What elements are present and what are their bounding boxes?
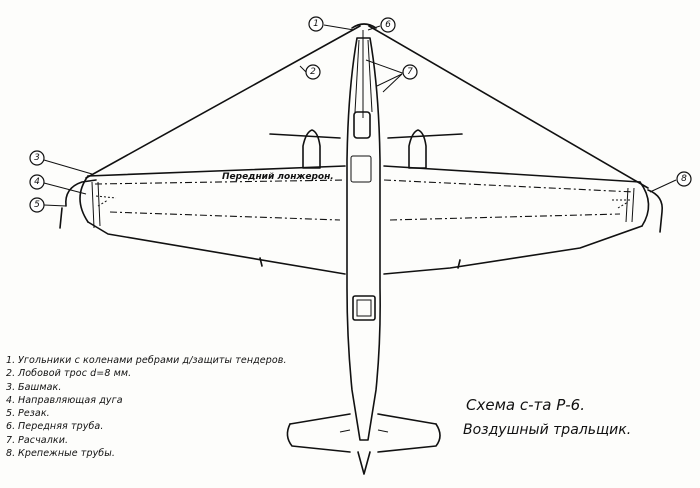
trawl-cable xyxy=(85,23,649,189)
scheme-subtitle: Воздушный тральщик. xyxy=(463,422,632,438)
legend-item: 1.Угольники с коленами ребрами д/защиты … xyxy=(6,355,287,366)
fuselage xyxy=(346,30,406,441)
front-spar-label: Передний лонжерон. xyxy=(222,172,334,182)
callout-5-label: 5 xyxy=(34,200,40,210)
callout-8-label: 8 xyxy=(681,174,687,184)
leader-lines xyxy=(43,24,677,207)
callout-3: 3 xyxy=(29,150,45,166)
legend-item: 5.Резак. xyxy=(6,408,50,420)
callout-8: 8 xyxy=(676,171,692,187)
callout-1-label: 1 xyxy=(313,19,319,29)
legend-item: 3.Башмак. xyxy=(6,381,62,393)
wing xyxy=(79,165,650,275)
callout-7-label: 7 xyxy=(407,67,413,77)
callout-6: 6 xyxy=(380,17,396,33)
tailplane xyxy=(286,413,441,475)
callout-6-label: 6 xyxy=(385,20,391,30)
callout-3-label: 3 xyxy=(34,153,40,163)
legend-item: 6.Передняя труба. xyxy=(6,421,104,433)
callout-7: 7 xyxy=(402,64,418,80)
legend-item: 7.Расчалки. xyxy=(6,434,69,446)
callout-1: 1 xyxy=(308,16,324,32)
right-tip-fittings xyxy=(612,187,664,233)
callout-2-label: 2 xyxy=(310,67,316,77)
callout-4: 4 xyxy=(29,174,45,190)
parts-legend: 1.Угольники с коленами ребрами д/защиты … xyxy=(6,354,326,460)
legend-item: 8.Крепежные трубы. xyxy=(6,448,115,460)
legend-item: 4.Направляющая дуга xyxy=(6,394,123,406)
engine-nacelles xyxy=(269,129,463,169)
callout-2: 2 xyxy=(305,64,321,80)
callout-5: 5 xyxy=(29,197,45,213)
legend-item: 2.Лобовой трос d=8 мм. xyxy=(6,368,132,380)
callout-4-label: 4 xyxy=(34,177,40,187)
scheme-title: Схема с-та Р-6. xyxy=(466,396,585,414)
